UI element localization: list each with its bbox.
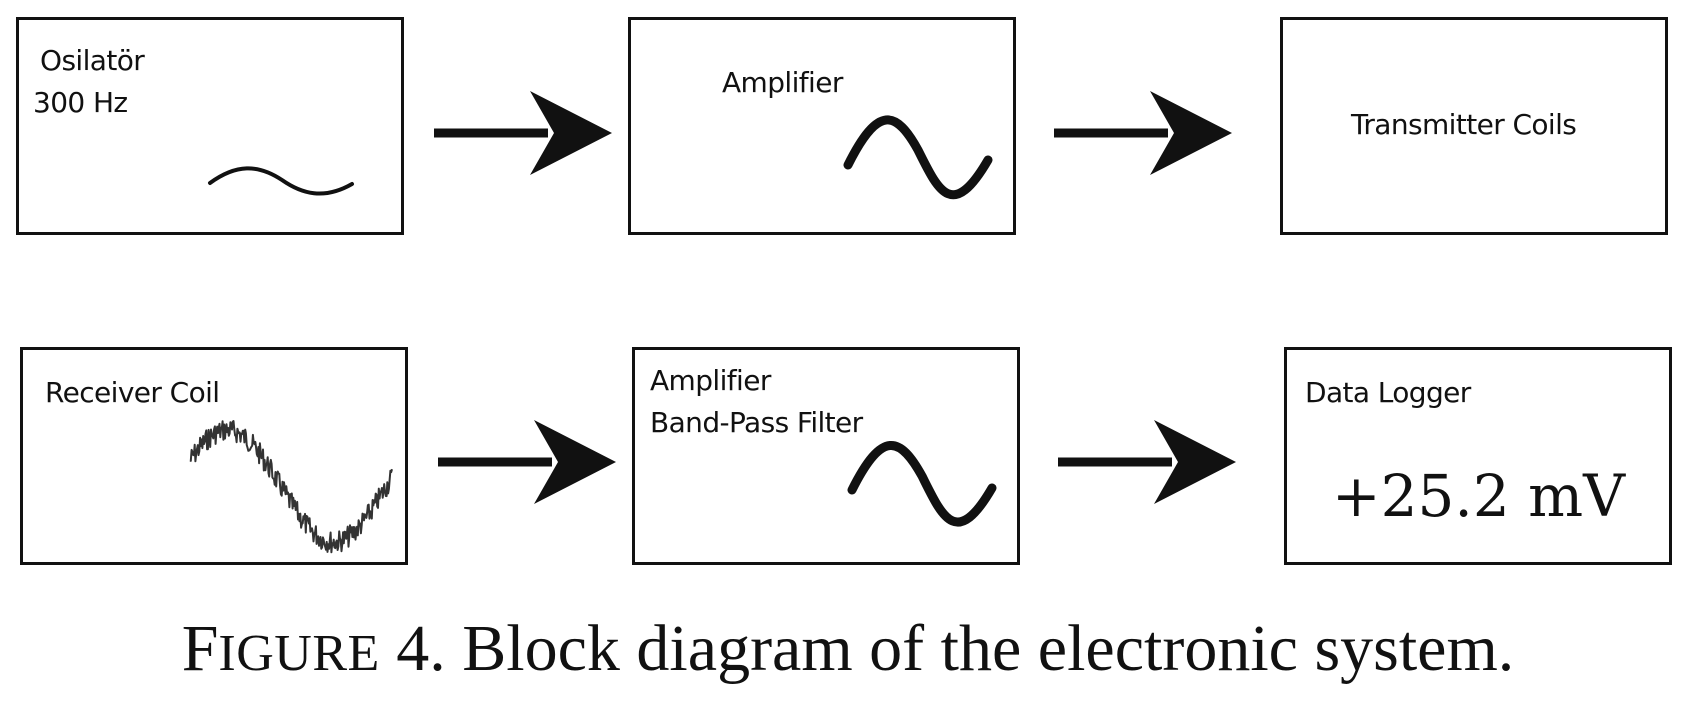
sine-wave-icon xyxy=(847,441,997,527)
transmitter-coils-label: Transmitter Coils xyxy=(1351,108,1577,141)
amplifier-filter-label-amplifier: Amplifier xyxy=(650,364,771,397)
transmitter-coils-block: Transmitter Coils xyxy=(1280,17,1668,235)
receiver-coil-label: Receiver Coil xyxy=(45,376,220,409)
right-arrow-icon xyxy=(434,91,612,175)
figure-caption: FIGURE 4. Block diagram of the electroni… xyxy=(0,612,1696,691)
right-arrow-icon xyxy=(1058,420,1236,504)
data-logger-label: Data Logger xyxy=(1305,376,1471,409)
data-logger-block: Data Logger +25.2 mV xyxy=(1284,347,1672,565)
sine-wave-icon xyxy=(843,115,993,200)
caption-text: 4. Block diagram of the electronic syste… xyxy=(379,612,1515,685)
right-arrow-icon xyxy=(438,420,616,504)
receiver-coil-block: Receiver Coil xyxy=(20,347,408,565)
sine-wave-icon xyxy=(208,166,354,196)
amplifier-label: Amplifier xyxy=(722,66,843,99)
amplifier-filter-block: Amplifier Band-Pass Filter xyxy=(632,347,1020,565)
caption-initial: F xyxy=(181,612,219,685)
right-arrow-icon xyxy=(1054,91,1232,175)
noisy-sine-wave-icon xyxy=(189,420,393,554)
data-logger-reading: +25.2 mV xyxy=(1332,462,1626,530)
oscillator-label: Osilatör xyxy=(40,44,145,77)
oscillator-block: Osilatör 300 Hz xyxy=(16,17,404,235)
amplifier-filter-label-filter: Band-Pass Filter xyxy=(650,406,863,439)
caption-small-caps: IGURE xyxy=(218,625,380,682)
oscillator-frequency: 300 Hz xyxy=(33,86,128,119)
